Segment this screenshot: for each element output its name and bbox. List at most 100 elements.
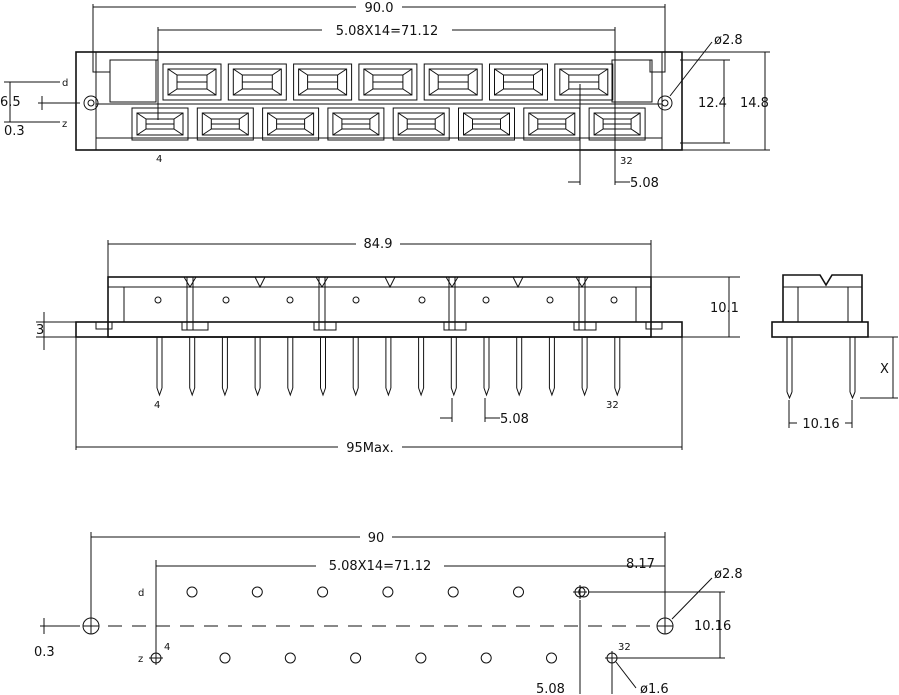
contact-cell-z <box>458 107 515 141</box>
side-step-outline <box>123 287 637 331</box>
label-front-pin-last: 32 <box>620 156 633 167</box>
side-hole <box>352 296 360 304</box>
side-notch <box>254 276 266 289</box>
dim-front-0-3: 0.3 <box>4 124 25 139</box>
pcb-layout: 90 5.08X14=71.12 8.17 0.3 ø2.8 d z 4 32 … <box>34 529 743 695</box>
contact-cell-z <box>262 107 320 141</box>
dim-front-total-width: 90.0 <box>365 1 394 16</box>
pcb-hole-d <box>447 586 459 598</box>
side-hole <box>546 296 554 304</box>
side-pin-tip <box>548 387 555 397</box>
label-pcb-hole-dia: ø2.8 <box>714 567 743 582</box>
pcb-hole-z <box>415 652 427 664</box>
side-pin-tip <box>254 387 261 397</box>
front-mount-hole-right <box>657 95 673 111</box>
side-pin-tip <box>189 387 196 397</box>
side-pin-tip <box>320 387 326 397</box>
label-front-pin-first: 4 <box>156 154 162 165</box>
side-notch <box>445 276 459 288</box>
dim-front-6-5: 6.5 <box>0 95 21 110</box>
pcb-hole-z <box>546 652 557 664</box>
contact-cell-d <box>489 63 548 101</box>
side-pin-tip <box>287 387 294 397</box>
contact-cell-z <box>196 107 254 141</box>
dim-side-height: 10.1 <box>710 301 739 316</box>
pcb-hole-z <box>480 652 492 664</box>
pcb-hole-d <box>513 586 524 598</box>
contact-row-z <box>131 107 646 141</box>
pcb-hole-z <box>284 652 296 664</box>
dim-pcb-pitch-span: 5.08X14=71.12 <box>329 559 432 574</box>
label-side-pin-first: 4 <box>154 400 160 411</box>
side-pins <box>156 337 621 397</box>
end-view: X 10.16 <box>771 274 898 432</box>
dim-pcb-pitch: 5.08 <box>536 682 565 695</box>
end-flange <box>771 321 869 338</box>
side-notch <box>384 276 396 289</box>
side-pin-tip <box>581 387 588 397</box>
contact-cell-d <box>423 63 483 101</box>
dim-front-12-4: 12.4 <box>698 96 727 111</box>
label-pcb-row-d: d <box>138 588 144 599</box>
contact-cell-z <box>523 107 581 141</box>
dim-side-pitch: 5.08 <box>500 412 529 427</box>
side-pin-tip <box>450 387 457 397</box>
side-pin-tip <box>221 387 228 397</box>
side-pin-tip <box>614 387 621 397</box>
side-hole <box>418 296 426 304</box>
contact-cell-z <box>588 107 646 141</box>
dim-side-total-max: 95Max. <box>346 441 394 456</box>
contact-row-d <box>162 63 614 101</box>
dim-pcb-total-width: 90 <box>368 531 385 546</box>
pcb-hole-d <box>382 586 394 598</box>
pcb-hole-d <box>186 586 198 598</box>
contact-cell-z <box>131 107 189 141</box>
dim-pcb-offset: 8.17 <box>626 557 655 572</box>
side-view: 84.9 10.1 3 4 32 5.08 95Max. <box>36 235 740 456</box>
label-pcb-pin-dia: ø1.6 <box>640 682 669 695</box>
pcb-hole-d <box>317 586 329 598</box>
pcb-hole-d <box>251 586 263 598</box>
side-hole <box>154 296 162 304</box>
contact-cell-d <box>293 63 353 101</box>
side-pin-tip <box>483 387 490 397</box>
contact-cell-d <box>358 63 418 101</box>
dim-pcb-row-spacing: 10.16 <box>694 619 731 634</box>
front-body <box>95 51 663 151</box>
label-front-hole-dia: ø2.8 <box>714 33 743 48</box>
dim-end-pin-length: X <box>880 362 889 377</box>
label-row-z: z <box>62 119 67 130</box>
side-hole <box>286 296 294 304</box>
label-row-d: d <box>62 78 68 89</box>
dim-side-body-length: 84.9 <box>364 237 393 252</box>
side-pin-tip <box>156 387 163 397</box>
front-mount-hole-left <box>83 95 99 111</box>
side-pin-tip <box>516 387 523 397</box>
side-hole <box>610 296 618 304</box>
label-pcb-row-z: z <box>138 654 143 665</box>
contact-cell-z <box>327 107 385 141</box>
dim-front-pitch: 5.08 <box>630 176 659 191</box>
label-side-pin-last: 32 <box>606 400 619 411</box>
side-pin-tip <box>418 387 425 397</box>
contact-cell-d <box>162 63 222 101</box>
contact-cell-z <box>392 107 450 141</box>
side-hole <box>222 296 230 304</box>
dim-end-row-spacing: 10.16 <box>802 417 839 432</box>
pcb-hole-z <box>219 652 231 664</box>
dim-front-pitch-span: 5.08X14=71.12 <box>336 24 439 39</box>
label-pcb-pin-last: 32 <box>618 642 631 653</box>
side-notch <box>183 276 197 288</box>
front-view: 90.0 5.08X14=71.12 ø2.8 d z 6.5 0.3 12.4… <box>0 0 770 191</box>
contact-cell-d <box>227 63 287 101</box>
dim-front-14-8: 14.8 <box>740 96 769 111</box>
side-notch <box>512 276 524 289</box>
label-pcb-pin-first: 4 <box>164 642 170 653</box>
side-pin-tip <box>352 387 359 397</box>
side-notch <box>575 276 589 288</box>
pcb-hole-z <box>350 652 362 664</box>
side-hole <box>482 296 490 304</box>
pcb-pin-holes <box>149 585 619 665</box>
dim-pcb-0-3: 0.3 <box>34 645 55 660</box>
